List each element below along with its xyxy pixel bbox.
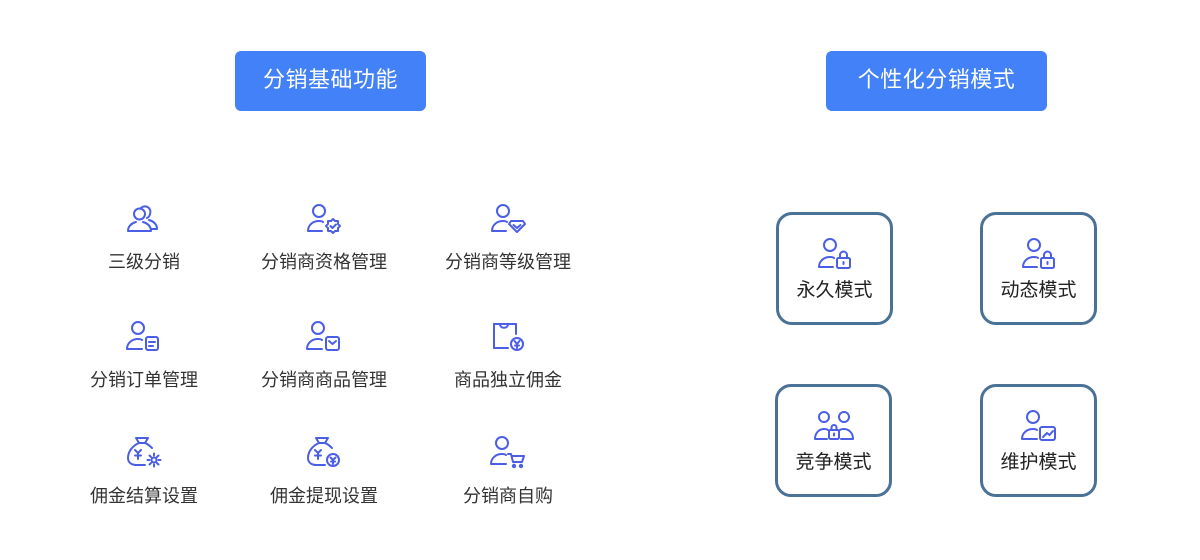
feature-label: 三级分销 [108,252,180,273]
feature-product[interactable]: 分销商商品管理 [234,316,414,392]
money-bag-withdraw-icon [307,437,340,467]
mode-card-maintenance[interactable]: 维护模式 [980,384,1097,497]
feature-label: 商品独立佣金 [454,370,562,391]
feature-label: 分销商资格管理 [261,252,387,273]
mode-card-dynamic[interactable]: 动态模式 [980,212,1097,325]
user-product-icon [306,321,340,351]
feature-self-purchase[interactable]: 分销商自购 [418,432,598,508]
feature-commission[interactable]: 商品独立佣金 [418,316,598,392]
feature-order[interactable]: 分销订单管理 [54,316,234,392]
mode-label: 动态模式 [1000,279,1077,301]
basic-functions-title: 分销基础功能 [235,51,426,111]
custom-modes-title: 个性化分销模式 [826,51,1047,111]
feature-qualification[interactable]: 分销商资格管理 [234,198,414,274]
feature-label: 分销商等级管理 [445,252,571,273]
mode-label: 永久模式 [796,279,873,301]
users-group-icon [127,205,158,232]
feature-label: 分销商自购 [463,486,553,507]
mode-card-competition[interactable]: 竞争模式 [775,384,892,497]
user-cart-icon [490,436,525,469]
user-level-icon [491,204,526,233]
feature-label: 分销订单管理 [90,370,198,391]
feature-label: 佣金提现设置 [270,486,378,507]
feature-label: 佣金结算设置 [90,486,198,507]
user-lock-icon [817,238,851,269]
feature-settlement[interactable]: 佣金结算设置 [54,432,234,508]
user-chart-icon [1020,410,1056,441]
money-bag-settings-icon [127,437,162,468]
mode-label: 维护模式 [1000,451,1077,473]
feature-withdraw[interactable]: 佣金提现设置 [234,432,414,508]
mode-card-permanent[interactable]: 永久模式 [776,212,893,325]
user-lock-icon [1021,238,1055,269]
feature-label: 分销商商品管理 [261,370,387,391]
user-badge-icon [307,204,341,234]
product-commission-icon [493,323,524,351]
feature-level[interactable]: 分销商等级管理 [418,198,598,274]
users-lock-icon [813,411,854,440]
user-order-icon [126,321,159,351]
feature-three-level[interactable]: 三级分销 [54,198,234,274]
mode-label: 竞争模式 [795,451,872,473]
